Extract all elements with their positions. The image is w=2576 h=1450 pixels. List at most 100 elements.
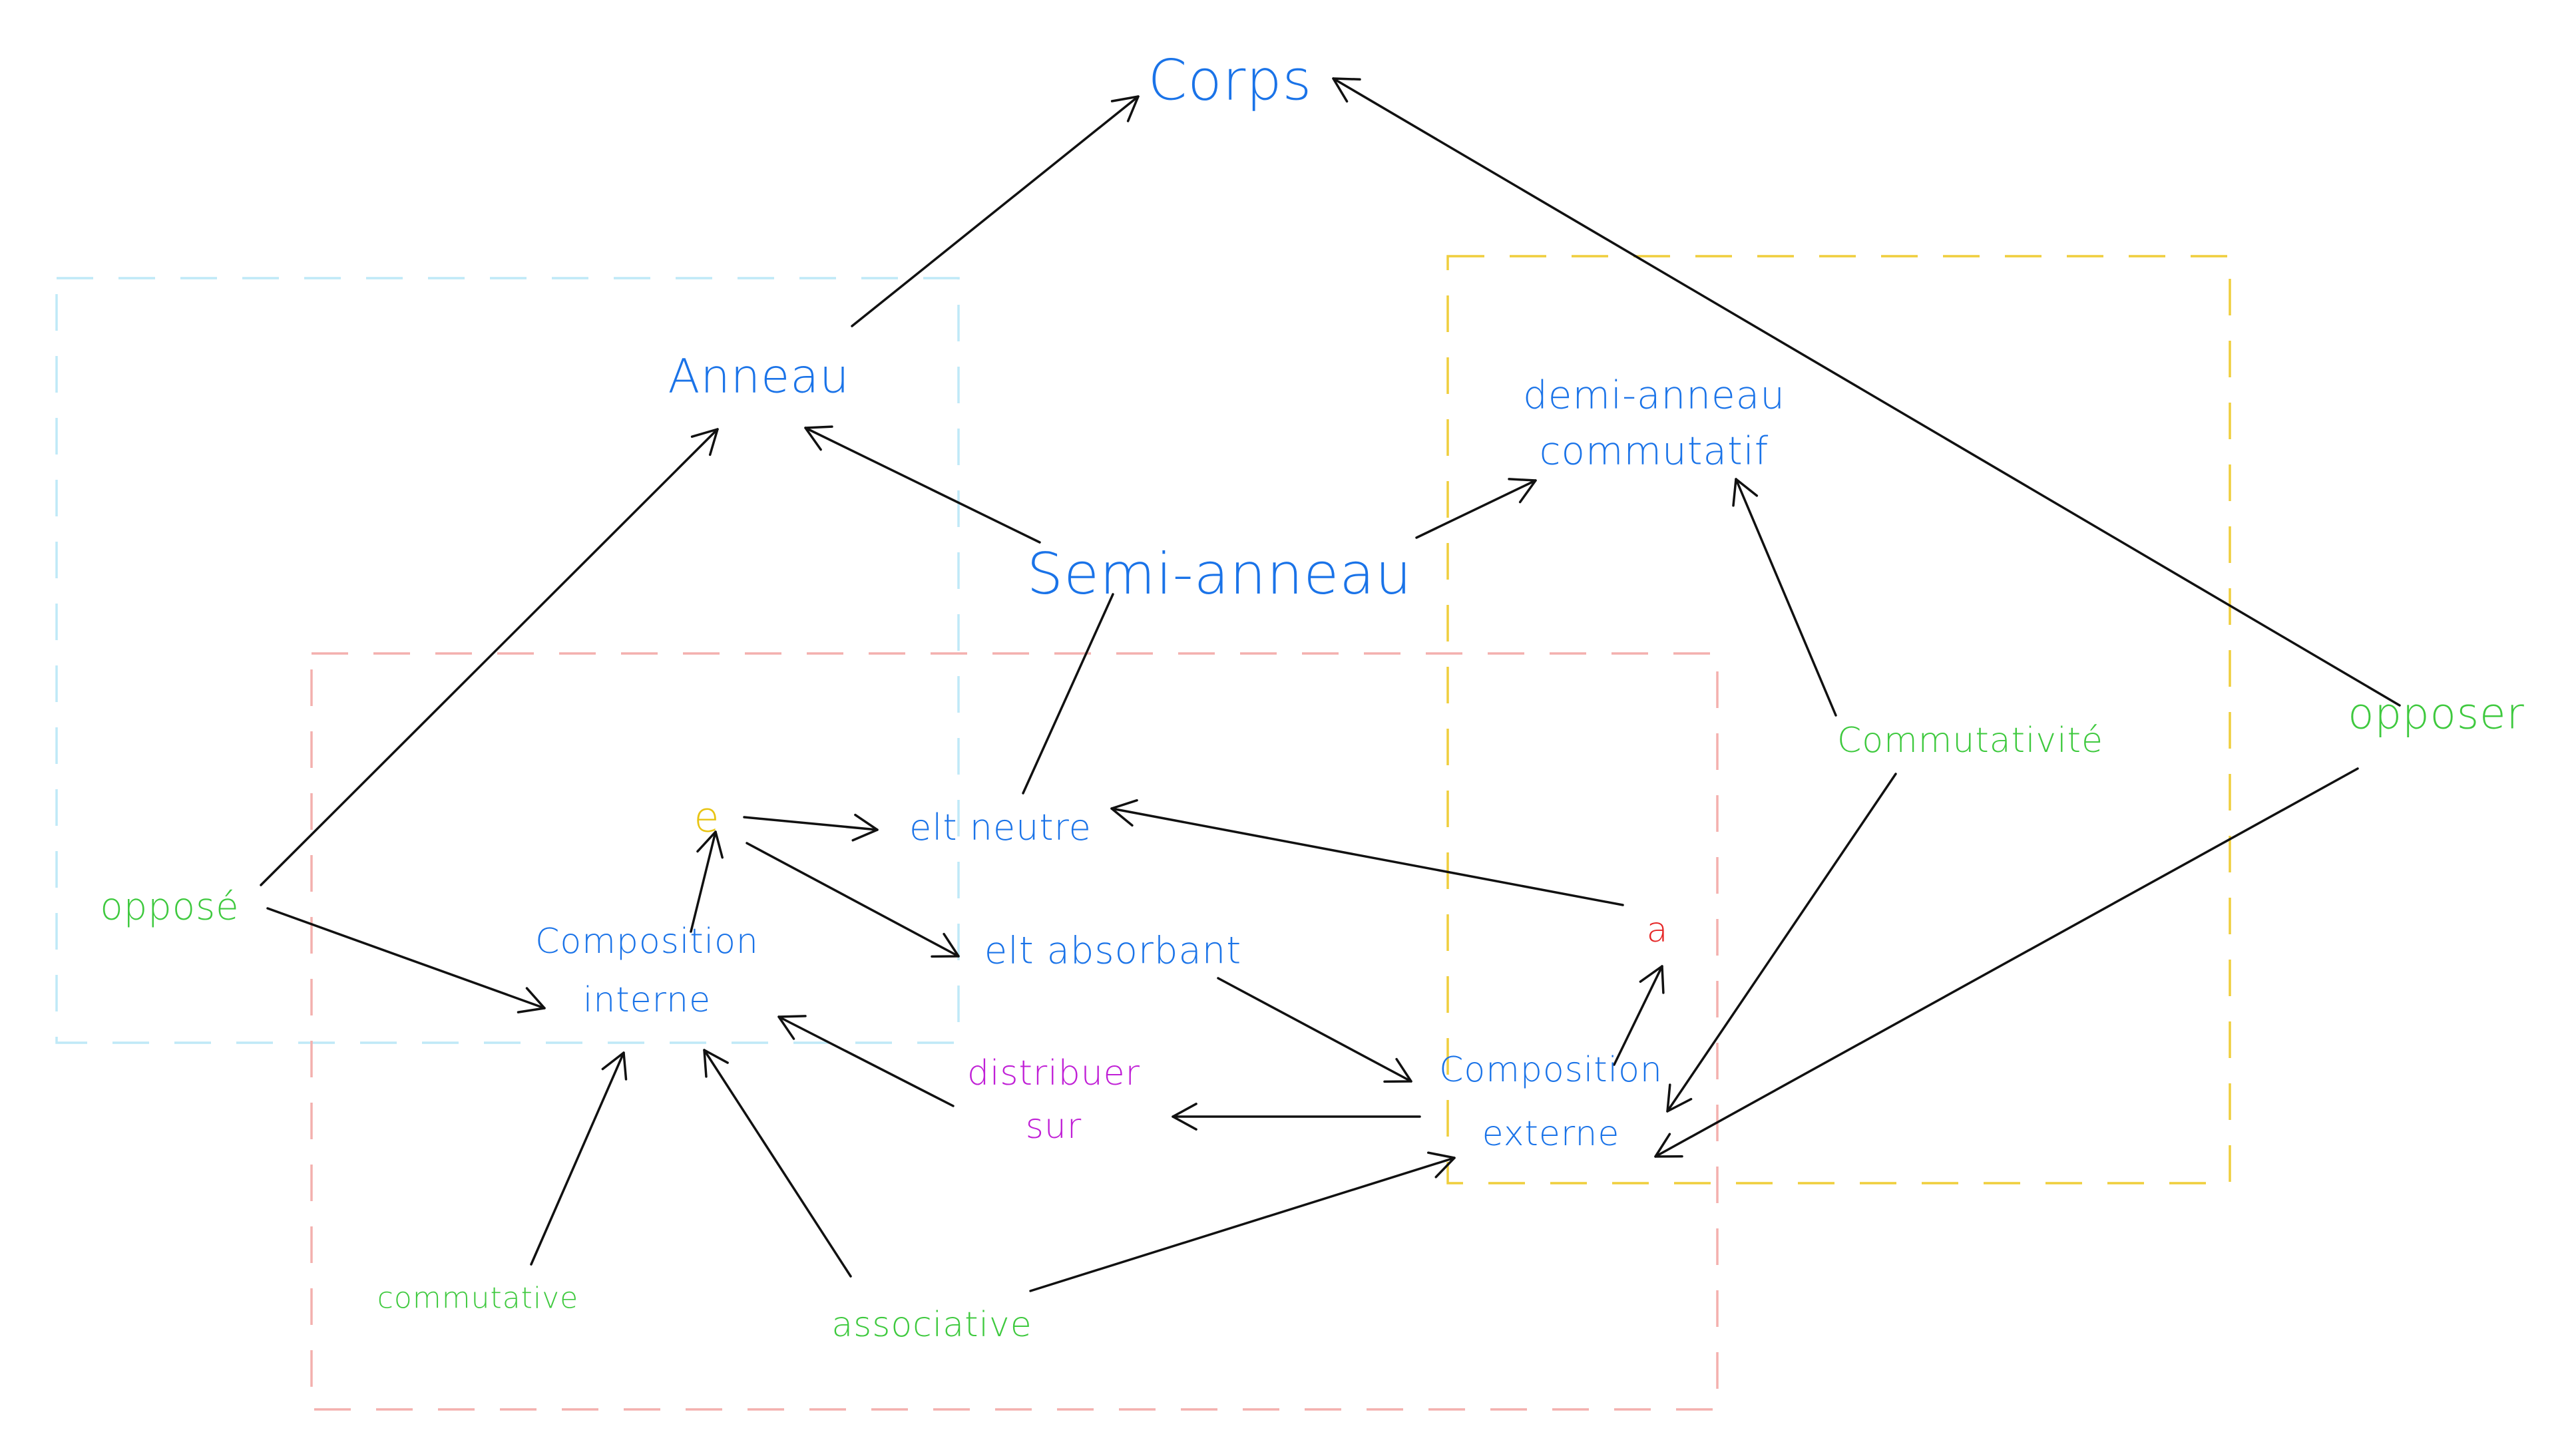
edge-absorbant-to-externe xyxy=(1217,977,1412,1083)
edge-line xyxy=(690,830,717,933)
node-externe-line-0: Composition xyxy=(1439,1050,1663,1090)
region-yellow xyxy=(1446,255,2231,1184)
edge-line xyxy=(1217,977,1412,1083)
arrowhead-icon xyxy=(1172,1103,1197,1131)
region-red xyxy=(310,652,1719,1411)
edge-semi-to-anneau xyxy=(804,425,1041,544)
node-neutre: elt neutre xyxy=(909,807,1092,848)
arrowhead-icon xyxy=(1666,1083,1693,1113)
node-neutre-line-0: elt neutre xyxy=(909,807,1092,848)
edge-neutre-to-semi xyxy=(1022,593,1114,795)
edge-opposer-to-externe xyxy=(1654,767,2359,1158)
node-opposer-line-0: opposer xyxy=(2348,689,2525,739)
node-commutativite: Commutativité xyxy=(1837,721,2103,761)
arrowhead-icon xyxy=(1654,1133,1683,1158)
edge-commutativite-to-demi xyxy=(1732,478,1837,717)
edge-line xyxy=(804,427,1041,544)
edge-associative-to-interne xyxy=(703,1049,852,1278)
arrowhead-icon xyxy=(1110,95,1140,122)
arrowhead-icon xyxy=(690,428,719,456)
node-corps: Corps xyxy=(1148,47,1313,112)
node-distribuer-line-0: distribuer xyxy=(967,1053,1140,1093)
edge-e-to-absorbant xyxy=(746,842,960,958)
edge-interne-to-e xyxy=(690,830,724,933)
edge-oppose-to-anneau xyxy=(260,428,719,886)
node-e: e xyxy=(694,793,720,842)
node-associative-line-0: associative xyxy=(831,1305,1032,1345)
edge-e-to-neutre xyxy=(743,813,879,842)
node-commutativite-line-0: Commutativité xyxy=(1837,721,2103,761)
arrowhead-icon xyxy=(703,1049,729,1078)
edge-line xyxy=(1666,773,1897,1113)
arrowhead-icon xyxy=(1110,799,1138,827)
edge-commutative-to-interne xyxy=(530,1051,628,1266)
node-demi-line-0: demi-anneau xyxy=(1523,372,1785,417)
node-interne: Composition interne xyxy=(535,922,759,1020)
arrowhead-icon xyxy=(1508,478,1537,504)
edge-line xyxy=(266,907,546,1009)
edge-oppose-to-interne xyxy=(266,907,546,1013)
node-semi-line-0: Semi-anneau xyxy=(1026,541,1412,608)
arrowhead-icon xyxy=(851,813,879,842)
arrowhead-icon xyxy=(1732,478,1759,507)
edge-line xyxy=(703,1049,852,1278)
node-commutative: commutative xyxy=(377,1281,579,1315)
edge-line xyxy=(1029,1157,1456,1292)
node-oppose: opposé xyxy=(100,886,239,929)
node-corps-line-0: Corps xyxy=(1148,47,1313,112)
edge-opposer-to-corps xyxy=(1332,77,2401,707)
node-externe: Composition externe xyxy=(1439,1050,1663,1154)
edge-line xyxy=(530,1051,625,1266)
edge-anneau-to-corps xyxy=(851,95,1140,327)
edges-layer xyxy=(260,77,2401,1292)
arrowhead-icon xyxy=(696,830,724,859)
node-distribuer: distribuer sur xyxy=(967,1053,1140,1147)
node-interne-line-1: interne xyxy=(583,980,711,1020)
region-cyan xyxy=(55,277,960,1044)
arrowhead-icon xyxy=(1332,77,1361,103)
edge-externe-to-distribuer xyxy=(1172,1103,1421,1131)
node-commutative-line-0: commutative xyxy=(377,1281,579,1315)
edge-line xyxy=(1654,767,2359,1158)
edge-line xyxy=(1110,807,1624,906)
node-a: a xyxy=(1647,910,1669,950)
node-interne-line-0: Composition xyxy=(535,922,759,962)
edge-semi-to-demi xyxy=(1415,478,1537,539)
edge-line xyxy=(777,1015,955,1107)
edge-associative-to-externe xyxy=(1029,1151,1456,1292)
edge-line xyxy=(1735,478,1837,717)
node-anneau-line-0: Anneau xyxy=(668,349,850,404)
arrowhead-icon xyxy=(1383,1057,1412,1083)
edge-line xyxy=(1332,77,2401,707)
node-a-line-0: a xyxy=(1647,910,1669,950)
arrowhead-icon xyxy=(517,987,546,1013)
node-associative: associative xyxy=(831,1305,1032,1345)
edge-line xyxy=(851,95,1140,327)
edge-line xyxy=(743,816,879,831)
edge-commutativite-to-externe xyxy=(1666,773,1897,1113)
regions-layer xyxy=(55,255,2231,1411)
edge-line xyxy=(260,428,719,886)
node-absorbant: elt absorbant xyxy=(984,930,1241,973)
edge-line xyxy=(1613,965,1663,1066)
node-oppose-line-0: opposé xyxy=(100,886,239,929)
arrowhead-icon xyxy=(931,932,960,958)
node-distribuer-line-1: sur xyxy=(1026,1107,1082,1147)
arrowhead-icon xyxy=(601,1051,628,1081)
node-absorbant-line-0: elt absorbant xyxy=(984,930,1241,973)
node-semi: Semi-anneau xyxy=(1026,541,1412,608)
edge-line xyxy=(746,842,960,958)
node-opposer: opposer xyxy=(2348,689,2525,739)
node-demi-line-1: commutatif xyxy=(1540,428,1769,473)
arrowhead-icon xyxy=(777,1015,807,1040)
edge-externe-to-a xyxy=(1613,965,1665,1066)
node-e-line-0: e xyxy=(694,793,720,842)
node-externe-line-1: externe xyxy=(1482,1114,1620,1154)
arrowhead-icon xyxy=(1427,1151,1456,1178)
edge-distribuer-to-interne xyxy=(777,1015,955,1107)
edge-line xyxy=(1022,593,1114,795)
node-demi: demi-anneau commutatif xyxy=(1523,372,1785,473)
edge-line xyxy=(1415,479,1537,539)
